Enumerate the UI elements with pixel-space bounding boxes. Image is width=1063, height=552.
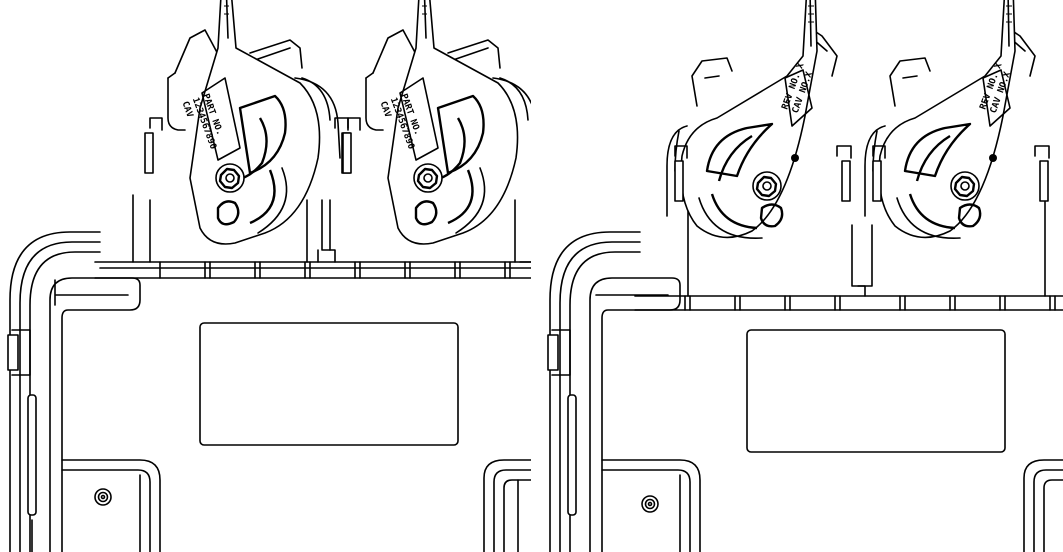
right-latch-b: REV NO. X CAV NO.X [863, 0, 1051, 240]
right-latch-a: REV NO. X CAV NO.X [665, 0, 853, 240]
left-panel: PART NO. 1234567890 CAV PART NO. 1234567… [7, 0, 531, 552]
right-panel: REV NO. X CAV NO.X REV NO. X CAV NO.X [547, 0, 1063, 552]
left-latch-b: PART NO. 1234567890 CAV [341, 0, 531, 246]
right-housing-body [547, 199, 1063, 552]
left-housing-body [7, 194, 531, 552]
left-latch-a: PART NO. 1234567890 CAV [143, 0, 352, 246]
